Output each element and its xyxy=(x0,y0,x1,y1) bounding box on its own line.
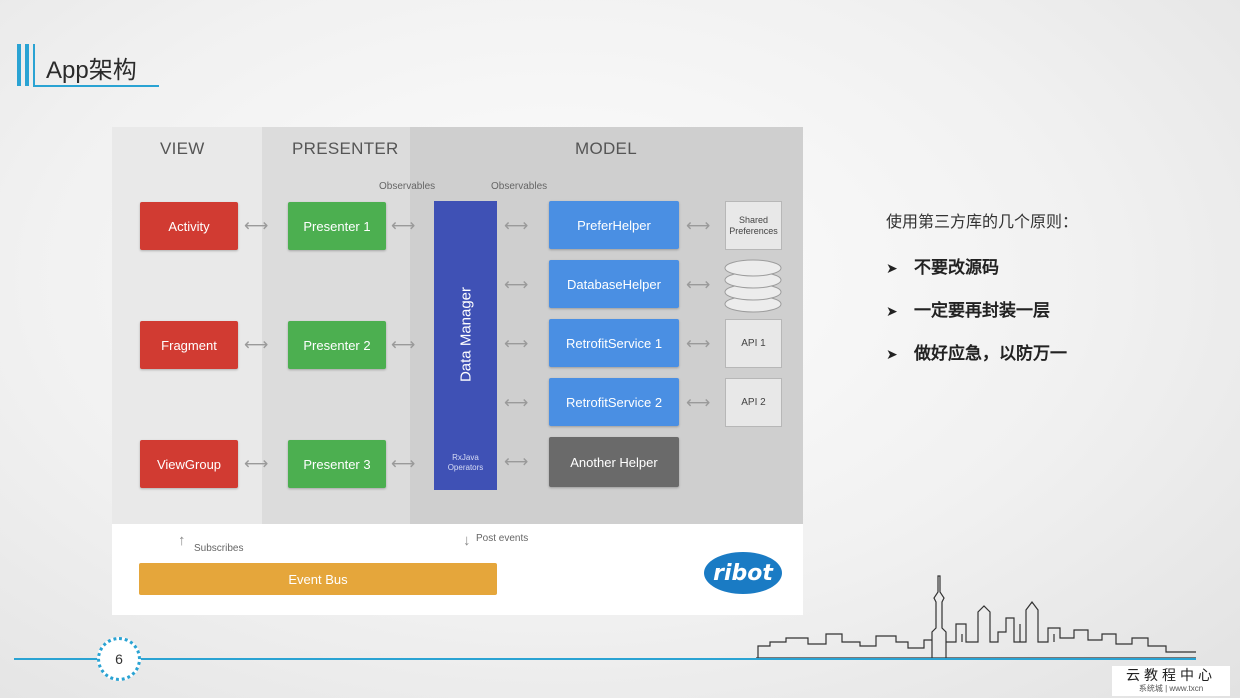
watermark: 云教程中心 系统城 | www.txcn xyxy=(1112,666,1230,696)
principle-item: ➤ 做好应急，以防万一 xyxy=(886,339,1067,364)
page-number: 6 xyxy=(97,637,141,681)
watermark-title: 云教程中心 xyxy=(1126,667,1216,683)
principle-item: ➤ 不要改源码 xyxy=(886,253,999,278)
viewgroup-box: ViewGroup xyxy=(140,440,238,488)
bidirectional-arrow: ⟷ xyxy=(686,216,711,235)
principle-item: ➤ 一定要再封装一层 xyxy=(886,296,1050,321)
activity-box: Activity xyxy=(140,202,238,250)
bidirectional-arrow: ⟷ xyxy=(244,454,269,473)
slide-title: App架构 xyxy=(46,57,137,84)
bidirectional-arrow: ⟷ xyxy=(244,216,269,235)
shared-prefs-line2: Preferences xyxy=(729,225,778,236)
model-header: MODEL xyxy=(575,139,637,158)
retrofit-service-2-box: RetrofitService 2 xyxy=(549,378,679,426)
title-accent-bar xyxy=(25,44,29,86)
bidirectional-arrow: ⟷ xyxy=(686,334,711,353)
bidirectional-arrow: ⟷ xyxy=(504,275,529,294)
up-arrow-icon: ↑ xyxy=(178,532,186,549)
down-arrow-icon: ↓ xyxy=(463,532,471,549)
data-manager-label: Data Manager xyxy=(457,286,474,383)
api-1-box: API 1 xyxy=(725,319,782,368)
shared-preferences-box: Shared Preferences xyxy=(725,201,782,250)
bidirectional-arrow: ⟷ xyxy=(391,216,416,235)
ribot-logo: ribot xyxy=(704,552,782,594)
principles-title: 使用第三方库的几个原则： xyxy=(886,214,1079,231)
principle-text: 一定要再封装一层 xyxy=(914,301,1050,320)
presenter-3-box: Presenter 3 xyxy=(288,440,386,488)
subscribes-label: Subscribes xyxy=(194,543,244,554)
arrow-bullet-icon: ➤ xyxy=(886,303,898,319)
bidirectional-arrow: ⟷ xyxy=(686,275,711,294)
event-bus-box: Event Bus xyxy=(139,563,497,595)
bidirectional-arrow: ⟷ xyxy=(244,335,269,354)
bidirectional-arrow: ⟷ xyxy=(686,393,711,412)
bidirectional-arrow: ⟷ xyxy=(504,216,529,235)
operators-label: Operators xyxy=(447,463,484,472)
data-manager-box: Data Manager RxJava Operators xyxy=(434,201,497,490)
database-helper-box: DatabaseHelper xyxy=(549,260,679,308)
architecture-diagram: VIEW PRESENTER MODEL Observables Observa… xyxy=(112,127,803,615)
retrofit-service-1-box: RetrofitService 1 xyxy=(549,319,679,367)
principle-text: 做好应急，以防万一 xyxy=(914,344,1067,363)
bidirectional-arrow: ⟷ xyxy=(391,454,416,473)
view-header: VIEW xyxy=(160,139,205,158)
rxjava-operators-label: RxJava Operators xyxy=(434,453,497,473)
fragment-box: Fragment xyxy=(140,321,238,369)
presenter-header: PRESENTER xyxy=(292,139,399,158)
another-helper-box: Another Helper xyxy=(549,437,679,487)
bidirectional-arrow: ⟷ xyxy=(504,393,529,412)
presenter-1-box: Presenter 1 xyxy=(288,202,386,250)
prefer-helper-box: PreferHelper xyxy=(549,201,679,249)
arrow-bullet-icon: ➤ xyxy=(886,260,898,276)
shared-prefs-line1: Shared xyxy=(738,214,769,225)
api-2-box: API 2 xyxy=(725,378,782,427)
city-skyline-icon xyxy=(756,575,1196,659)
bidirectional-arrow: ⟷ xyxy=(504,452,529,471)
bidirectional-arrow: ⟷ xyxy=(391,335,416,354)
footer-line xyxy=(14,658,1196,660)
watermark-subtitle: 系统城 | www.txcn xyxy=(1138,684,1204,693)
observables-label: Observables xyxy=(379,181,436,192)
title-accent-bar xyxy=(33,44,35,86)
post-events-label: Post events xyxy=(476,533,529,544)
observables-label: Observables xyxy=(491,181,548,192)
arrow-bullet-icon: ➤ xyxy=(886,346,898,362)
rxjava-label: RxJava xyxy=(452,453,479,462)
title-accent-bar xyxy=(17,44,21,86)
presenter-2-box: Presenter 2 xyxy=(288,321,386,369)
title-underline xyxy=(33,85,159,87)
database-icon xyxy=(724,259,782,313)
principle-text: 不要改源码 xyxy=(914,258,999,277)
bidirectional-arrow: ⟷ xyxy=(504,334,529,353)
